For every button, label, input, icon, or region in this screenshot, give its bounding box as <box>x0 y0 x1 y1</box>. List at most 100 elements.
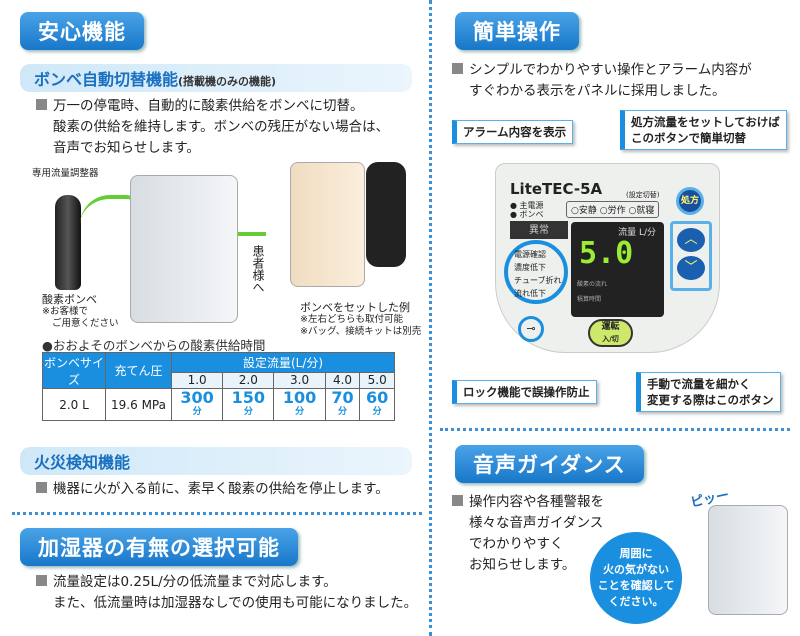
to-patient-label: 患者様へ <box>251 245 265 293</box>
line: 処方流量をセットしておけば <box>631 115 780 129</box>
concentrator-voice-image <box>708 505 788 615</box>
bombe-description: 万一の停電時、自動的に酸素供給をボンベに切替。 酸素の供給を維持します。ボンベの… <box>36 96 389 159</box>
flow: 4.0 <box>324 371 361 390</box>
humidifier-description: 流量設定は0.25L/分の低流量まで対応します。 また、低流量時は加湿器なしでの… <box>36 572 417 614</box>
line: このボタンで簡単切替 <box>631 131 746 145</box>
time: 70 <box>331 387 354 407</box>
line: 機器に火が入る前に、素早く酸素の供給を停止します。 <box>53 481 389 497</box>
alarm-item: チューブ折れ <box>514 276 562 285</box>
prescription-button[interactable]: 処方 <box>676 187 704 215</box>
table-caption: ●おおよそのボンベからの酸素供給時間 <box>42 338 266 353</box>
unit: 分 <box>338 406 348 417</box>
line: 火の気がない <box>603 563 669 576</box>
line: 音声でお知らせします。 <box>53 140 200 156</box>
mode-switch-label: (設定切替) <box>626 191 660 199</box>
col-size: ボンベサイズ <box>42 352 106 389</box>
alarm-list: 電源確認濃度低下チューブ折れ流れ低下 <box>504 240 568 304</box>
cylinder-label: 酸素ボンベ※お客様でご用意ください <box>42 294 119 330</box>
oxygen-cylinder-image <box>55 195 81 290</box>
regulator-label: 専用流量調整器 <box>32 168 99 179</box>
line: シンプルでわかりやすい操作とアラーム内容が <box>469 62 752 78</box>
note: ※お客様で <box>42 306 88 317</box>
callout-alarm: アラーム内容を表示 <box>452 120 574 144</box>
flow-display: 流量 L/分 5.0 酸素の流れ 積算時間 <box>571 222 664 317</box>
line: 手動で流量を細かく <box>647 377 751 391</box>
run-sub-label: 入/切 <box>602 335 619 343</box>
bombe-label: ボンベ <box>519 210 544 219</box>
time: 60 <box>366 387 389 407</box>
lock-button[interactable]: ⊸ <box>518 316 544 342</box>
alarm-item: 濃度低下 <box>514 263 546 272</box>
line: でわかりやすく <box>469 536 564 552</box>
fire-title: 火災検知機能 <box>20 447 412 475</box>
example-label: ボンベをセットした例※左右どちらも取付可能※バッグ、接続キットは別売 <box>300 302 421 338</box>
control-panel-image: LiteTEC-5A ● 主電源● ボンベ ○安静 ○労作 ○就寝 (設定切替)… <box>495 163 720 353</box>
concentrator-with-bombe-image <box>290 162 365 287</box>
flow: 1.0 <box>170 371 224 390</box>
line: ください。 <box>608 595 664 608</box>
unit: 分 <box>295 406 305 417</box>
fire-description: 機器に火が入る前に、素早く酸素の供給を停止します。 <box>36 479 389 500</box>
brand-logo: LiteTEC-5A <box>510 180 603 198</box>
tube-icon <box>80 195 155 225</box>
abnormal-indicator: 異常 <box>510 221 568 239</box>
line: 様々な音声ガイダンス <box>469 515 604 531</box>
alarm-item: 流れ低下 <box>514 289 546 298</box>
line: また、低流量時は加湿器なしでの使用も可能になりました。 <box>53 595 418 611</box>
run-button[interactable]: 運転入/切 <box>588 319 633 347</box>
power-indicators: ● 主電源● ボンベ <box>510 201 544 219</box>
callout-manual: 手動で流量を細かく変更する際はこのボタン <box>636 372 781 412</box>
callout-prescription: 処方流量をセットしておけばこのボタンで簡単切替 <box>620 110 787 150</box>
flow: 3.0 <box>273 371 326 390</box>
arrow-icon <box>238 232 266 236</box>
line: 変更する際はこのボタン <box>647 393 774 407</box>
run-label: 運転 <box>601 322 620 332</box>
column-divider <box>429 0 432 636</box>
mains-label: 主電源 <box>519 201 544 210</box>
o2-flow-label: 酸素の流れ <box>577 281 608 288</box>
section-header-easy-operation: 簡単操作 <box>455 12 579 50</box>
section-header-humidifier: 加湿器の有無の選択可能 <box>20 528 298 566</box>
flow-adjust-buttons: ︿ ﹀ <box>670 221 712 291</box>
col-flow: 設定流量(L/分) <box>171 352 395 373</box>
section-header-voice: 音声ガイダンス <box>455 445 644 483</box>
unit: 分 <box>243 406 253 417</box>
flow: 5.0 <box>359 371 395 390</box>
note: ご用意ください <box>52 318 119 329</box>
cylinder-name: 酸素ボンベ <box>42 293 97 306</box>
unit: 分 <box>372 406 382 417</box>
line: 酸素の供給を維持します。ボンベの残圧がない場合は、 <box>53 119 390 135</box>
bombe-note: (搭載機のみの機能) <box>178 75 277 88</box>
warning-speech-bubble: 周囲に火の気がないことを確認してください。 <box>590 532 682 624</box>
mode: 労作 <box>607 206 626 216</box>
concentrator-image <box>130 175 238 323</box>
col-pressure: 充てん圧 <box>105 352 172 389</box>
bombe-title-text: ボンベ自動切替機能 <box>34 70 179 89</box>
note: ※左右どちらも取付可能 <box>300 314 403 325</box>
hours-label: 積算時間 <box>577 296 602 303</box>
section-divider <box>440 428 790 431</box>
size-cell: 2.0 L <box>42 388 106 421</box>
callout-lock: ロック機能で誤操作防止 <box>452 380 597 404</box>
line: すぐわかる表示をパネルに採用しました。 <box>469 83 726 99</box>
voice-description: 操作内容や各種警報を 様々な音声ガイダンス でわかりやすく お知らせします。 <box>452 492 604 576</box>
time: 150 <box>231 387 266 407</box>
time: 300 <box>180 387 214 407</box>
section-header-safety: 安心機能 <box>20 12 144 50</box>
flow-up-button[interactable]: ︿ <box>677 228 705 252</box>
flow-label: 流量 L/分 <box>618 228 656 238</box>
alarm-item: 電源確認 <box>514 250 546 259</box>
line: 周囲に <box>619 547 653 560</box>
easy-description: シンプルでわかりやすい操作とアラーム内容が すぐわかる表示をパネルに採用しました… <box>452 60 752 102</box>
flow: 2.0 <box>222 371 275 390</box>
note: ※バッグ、接続キットは別売 <box>300 326 422 337</box>
section-divider <box>12 512 422 515</box>
mode: 安静 <box>578 206 597 216</box>
flow-down-button[interactable]: ﹀ <box>677 256 705 280</box>
mode-selector: ○安静 ○労作 ○就寝 <box>566 201 660 218</box>
